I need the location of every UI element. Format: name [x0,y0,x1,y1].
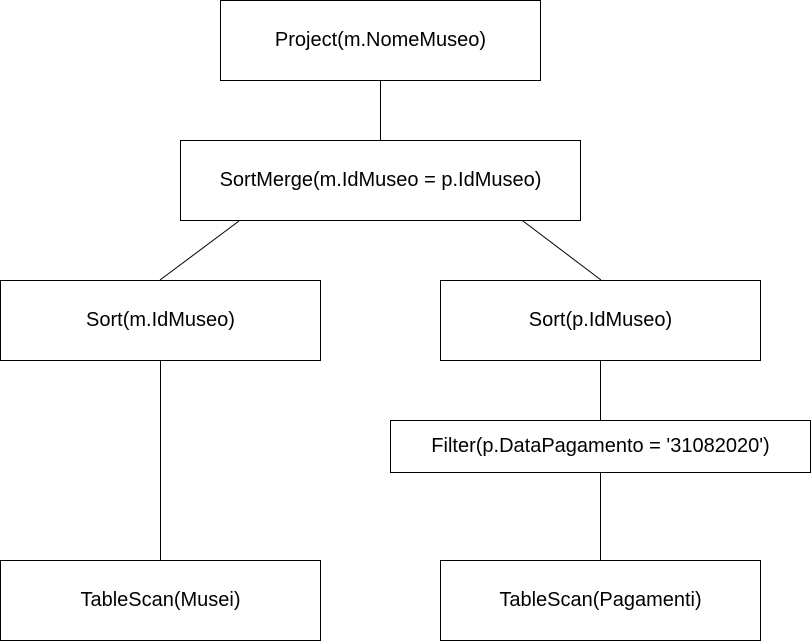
node-filter: Filter(p.DataPagamento = '31082020') [390,420,811,473]
node-project-label: Project(m.NomeMuseo) [274,29,487,51]
node-tablescan-pagamenti-label: TableScan(Pagamenti) [499,589,702,611]
node-sort-pagamenti: Sort(p.IdMuseo) [440,280,761,361]
node-sortmerge-label: SortMerge(m.IdMuseo = p.IdMuseo) [219,169,542,191]
node-tablescan-musei: TableScan(Musei) [0,560,321,641]
node-sort-musei: Sort(m.IdMuseo) [0,280,321,361]
node-sort-musei-label: Sort(m.IdMuseo) [86,309,235,331]
edge-sortmerge-sort-m [159,220,240,281]
node-sortmerge: SortMerge(m.IdMuseo = p.IdMuseo) [180,140,581,221]
node-sort-pagamenti-label: Sort(p.IdMuseo) [528,309,673,331]
edge-sortmerge-sort-p [522,220,602,281]
node-tablescan-musei-label: TableScan(Musei) [80,589,241,611]
node-filter-label: Filter(p.DataPagamento = '31082020') [431,435,770,457]
node-project: Project(m.NomeMuseo) [220,0,541,81]
node-tablescan-pagamenti: TableScan(Pagamenti) [440,560,761,641]
